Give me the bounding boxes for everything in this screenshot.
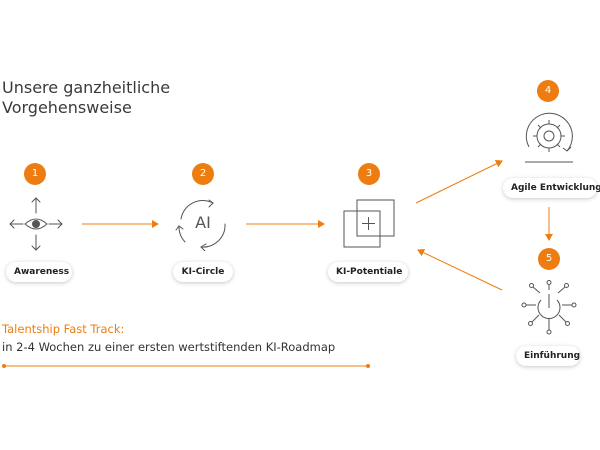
arrow-5-to-3	[417, 248, 503, 291]
page-title: Unsere ganzheitliche Vorgehensweise	[2, 78, 170, 118]
page-title-line-2: Vorgehensweise	[2, 98, 132, 117]
step-1-badge: 1	[24, 163, 46, 185]
step-5-label: Einführung	[516, 346, 580, 366]
step-1-label: Awareness	[6, 262, 72, 282]
step-2-badge: 2	[192, 163, 214, 185]
timeline-start-dot	[2, 364, 6, 368]
page-title-line-1: Unsere ganzheitliche	[2, 78, 171, 97]
power-network-icon	[521, 280, 577, 335]
arrow-3-to-4	[415, 160, 503, 204]
step-2-label: KI-Circle	[173, 262, 233, 282]
fast-track-subtitle: in 2-4 Wochen zu einer ersten wertstifte…	[2, 340, 336, 354]
overlapping-squares-icon	[343, 199, 395, 248]
step-4-badge: 4	[537, 80, 559, 102]
eye-arrows-icon	[9, 197, 63, 251]
ai-icon-text: AI	[195, 213, 211, 232]
step-5-badge: 5	[538, 248, 560, 270]
fast-track-title: Talentship Fast Track:	[2, 322, 125, 336]
step-3-label: KI-Potentiale	[328, 262, 408, 282]
step-4-label: Agile Entwicklung	[503, 178, 600, 198]
ai-cycle-icon: AI	[173, 197, 233, 251]
timeline-end-dot	[366, 364, 370, 368]
step-3-badge: 3	[358, 163, 380, 185]
gear-cycle-icon	[525, 112, 573, 163]
